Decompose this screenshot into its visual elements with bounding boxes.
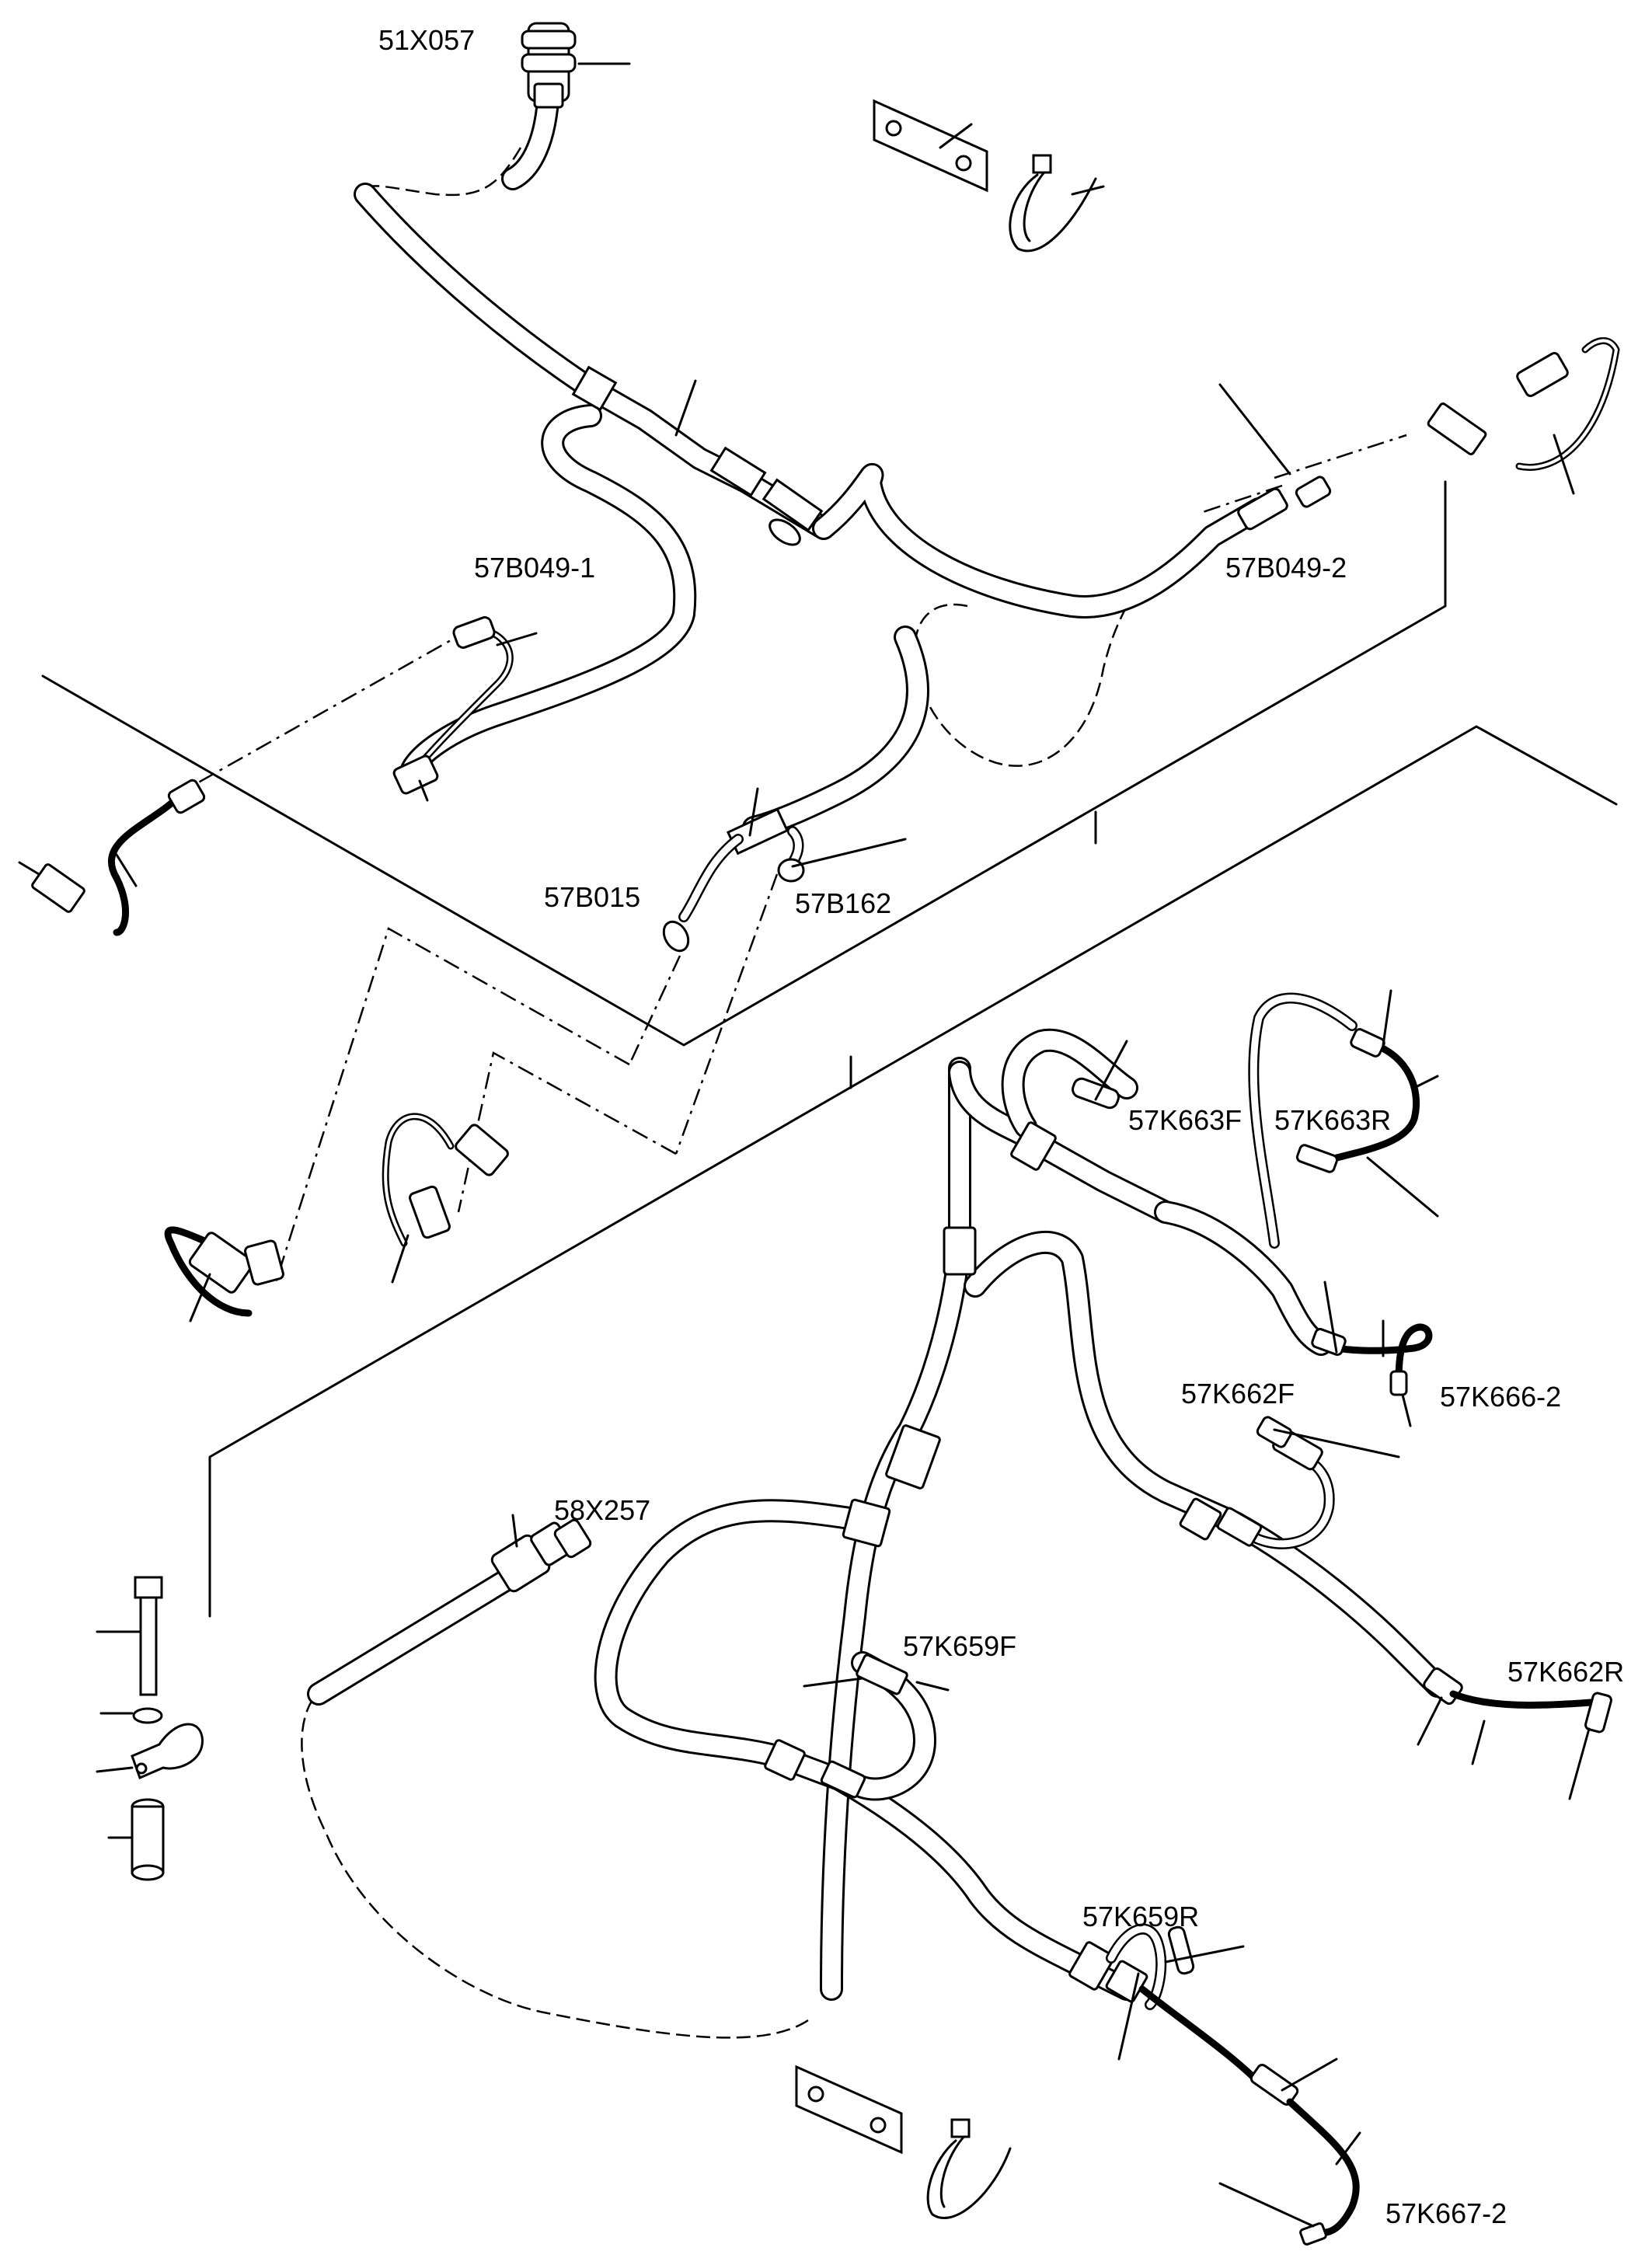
upper-harness xyxy=(18,22,1620,953)
label-57b015: 57B015 xyxy=(544,881,640,913)
label-57b049-1: 57B049-1 xyxy=(474,552,595,584)
label-58x257: 58X257 xyxy=(554,1494,650,1526)
lower-harness xyxy=(307,992,1612,2246)
lower-left-sensors xyxy=(164,1113,509,1317)
label-57k659f: 57K659F xyxy=(903,1630,1016,1662)
hardware-kit xyxy=(131,1576,204,1881)
label-57k663r: 57K663R xyxy=(1274,1104,1391,1136)
label-57k662r: 57K662R xyxy=(1507,1656,1624,1688)
label-57k666-2: 57K666-2 xyxy=(1440,1381,1561,1413)
label-57k667-2: 57K667-2 xyxy=(1385,2197,1507,2229)
upper-bracket-tie xyxy=(873,99,1097,253)
leader-lines xyxy=(96,62,1591,2228)
label-57b049-2: 57B049-2 xyxy=(1225,552,1347,584)
label-57b162: 57B162 xyxy=(795,887,891,919)
lower-bracket-tie xyxy=(795,2065,1012,2219)
label-57k659r: 57K659R xyxy=(1082,1901,1199,1932)
frame-lines xyxy=(41,480,1618,1618)
label-57k663f: 57K663F xyxy=(1128,1104,1242,1136)
label-51x057: 51X057 xyxy=(378,24,475,56)
label-57k662f: 57K662F xyxy=(1181,1378,1295,1410)
part-labels: 51X057 57B049-1 57B049-2 57B015 57B162 5… xyxy=(378,24,1624,2229)
